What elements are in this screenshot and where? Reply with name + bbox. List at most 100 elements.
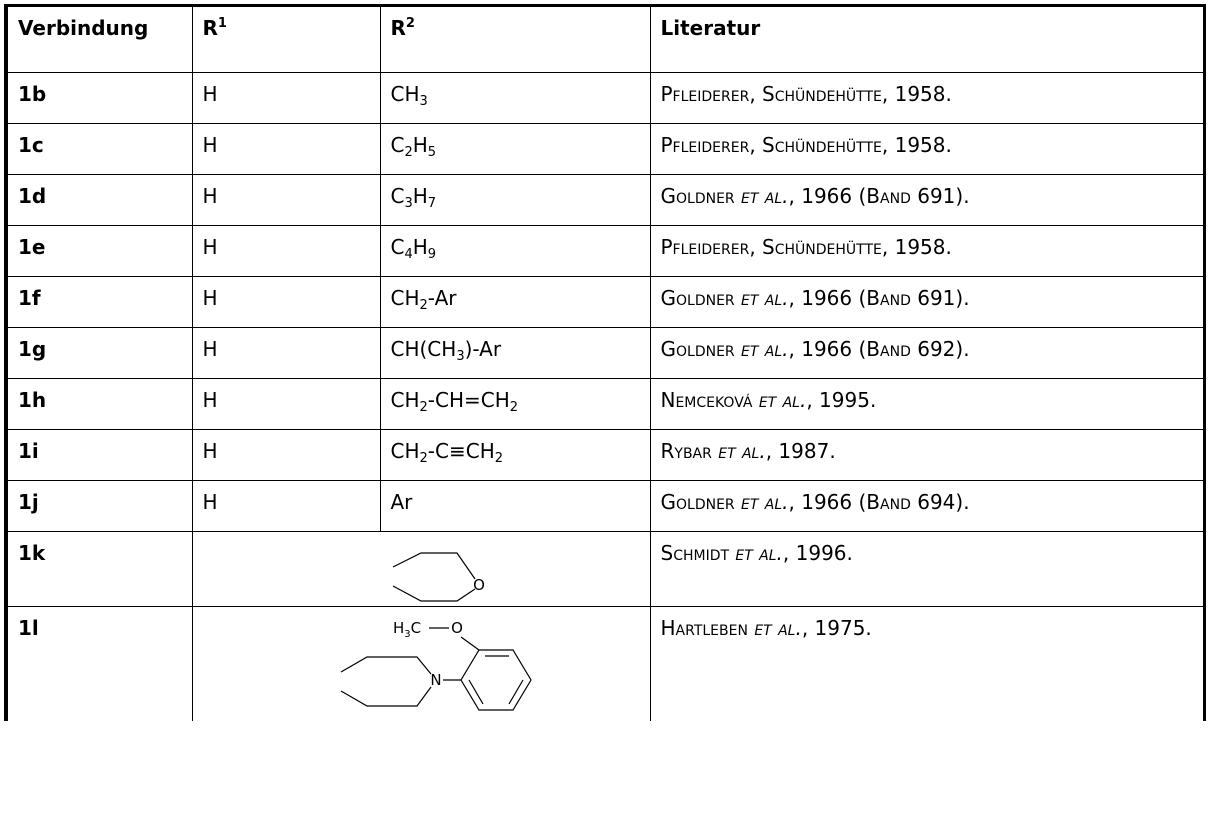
subscript: 3	[404, 196, 413, 211]
header-literatur: Literatur	[649, 4, 1206, 73]
author-name: Schmidt	[660, 541, 730, 565]
text-segment: , 1958.	[881, 133, 952, 157]
table-header-row: Verbindung R1 R2 Literatur	[4, 4, 1206, 73]
text-segment: C	[390, 133, 405, 157]
methyl-group-label: H3C	[393, 619, 421, 640]
author-name: Pfleiderer	[660, 82, 750, 106]
text-segment: , 1966 (	[788, 337, 867, 361]
text-segment: 692).	[910, 337, 970, 361]
r1-value: H	[191, 378, 381, 430]
compound-id: 1h	[4, 378, 193, 430]
author-name: Pfleiderer	[660, 133, 750, 157]
r2-value: CH(CH3)-Ar	[379, 327, 651, 379]
subscript: 2	[419, 400, 428, 415]
methyl-sub: 3	[404, 629, 410, 640]
r1-value: H	[191, 276, 381, 328]
author-name: Band	[866, 490, 911, 514]
atom-o-label: O	[451, 619, 463, 637]
author-name: Goldner	[660, 286, 735, 310]
compound-id: 1g	[4, 327, 193, 379]
text-segment: H	[412, 133, 428, 157]
author-name: Goldner	[660, 184, 735, 208]
et-al: et al.	[741, 184, 789, 208]
literature-cell: Goldner et al., 1966 (Band 692).	[649, 327, 1206, 379]
r1-value: H	[191, 429, 381, 481]
compound-id: 1k	[4, 531, 193, 607]
text-segment: CH(CH	[390, 337, 457, 361]
text-segment: , 1966 (	[788, 184, 867, 208]
structure-cell-1k: O	[191, 531, 651, 607]
compound-id: 1i	[4, 429, 193, 481]
text-segment: )-Ar	[464, 337, 502, 361]
header-r2: R2	[379, 4, 651, 73]
text-segment: C	[390, 235, 405, 259]
text-segment: , 1996.	[782, 541, 853, 565]
subscript: 2	[494, 451, 504, 466]
r2-value: C2H5	[379, 123, 651, 175]
text-segment: ,	[749, 133, 763, 157]
literature-cell: Rybar et al., 1987.	[649, 429, 1206, 481]
r1-value: H	[191, 327, 381, 379]
author-name: Band	[866, 337, 911, 361]
author-name: Hartleben	[660, 616, 748, 640]
text-segment: , 1995.	[806, 388, 877, 412]
compound-id: 1f	[4, 276, 193, 328]
author-name: Band	[866, 184, 911, 208]
table-row-1k: 1k O Schmidt et al., 1996.	[4, 531, 1206, 607]
ring-lower-chain	[392, 585, 475, 602]
aminoanisole-structure: H3C O N	[340, 619, 532, 711]
r2-value: CH2-C≡CH2	[379, 429, 651, 481]
subscript: 3	[456, 349, 465, 364]
text-segment: CH	[390, 286, 420, 310]
compound-id: 1e	[4, 225, 193, 277]
et-al: et al.	[741, 490, 789, 514]
literature-cell: Pfleiderer, Schündehütte, 1958.	[649, 123, 1206, 175]
author-name: Nemceková	[660, 388, 753, 412]
atom-n-label: N	[430, 671, 441, 689]
literature-cell: Pfleiderer, Schündehütte, 1958.	[649, 72, 1206, 124]
text-segment: -C≡CH	[427, 439, 495, 463]
text-segment: , 1958.	[881, 82, 952, 106]
text-segment: , 1975.	[801, 616, 872, 640]
text-segment: -Ar	[427, 286, 457, 310]
text-segment: 694).	[910, 490, 970, 514]
text-segment: C	[390, 184, 405, 208]
text-segment: ,	[749, 235, 763, 259]
header-r2-sup: 2	[405, 16, 415, 31]
et-al: et al.	[718, 439, 766, 463]
text-segment: CH	[390, 388, 420, 412]
piperidine-lower-chain	[340, 686, 431, 707]
author-name: Band	[866, 286, 911, 310]
literature-cell: Pfleiderer, Schündehütte, 1958.	[649, 225, 1206, 277]
literature-cell: Schmidt et al., 1996.	[649, 531, 1206, 607]
subscript: 7	[427, 196, 437, 211]
header-verbindung: Verbindung	[4, 4, 193, 73]
atom-o-label: O	[473, 576, 485, 594]
piperidine-upper-chain	[340, 656, 431, 675]
subscript: 2	[419, 451, 428, 466]
literature-cell: Goldner et al., 1966 (Band 691).	[649, 174, 1206, 226]
subscript: 2	[509, 400, 519, 415]
text-segment: H	[412, 235, 428, 259]
text-segment: 691).	[910, 286, 970, 310]
subscript: 3	[419, 94, 428, 109]
r1-value: H	[191, 480, 381, 532]
text-segment: , 1966 (	[788, 490, 867, 514]
literature-cell: Goldner et al., 1966 (Band 694).	[649, 480, 1206, 532]
subscript: 5	[427, 145, 437, 160]
benzene-ring	[459, 649, 532, 711]
et-al: et al.	[741, 286, 789, 310]
structure-cell-1l: H3C O N	[191, 606, 651, 721]
et-al: et al.	[758, 388, 807, 412]
r2-value: CH3	[379, 72, 651, 124]
author-name: Schündehütte	[762, 82, 882, 106]
text-segment: H	[412, 184, 428, 208]
morpholine-ring-structure: O	[392, 552, 485, 602]
text-segment: -CH=CH	[427, 388, 510, 412]
literature-cell: Nemceková et al., 1995.	[649, 378, 1206, 430]
